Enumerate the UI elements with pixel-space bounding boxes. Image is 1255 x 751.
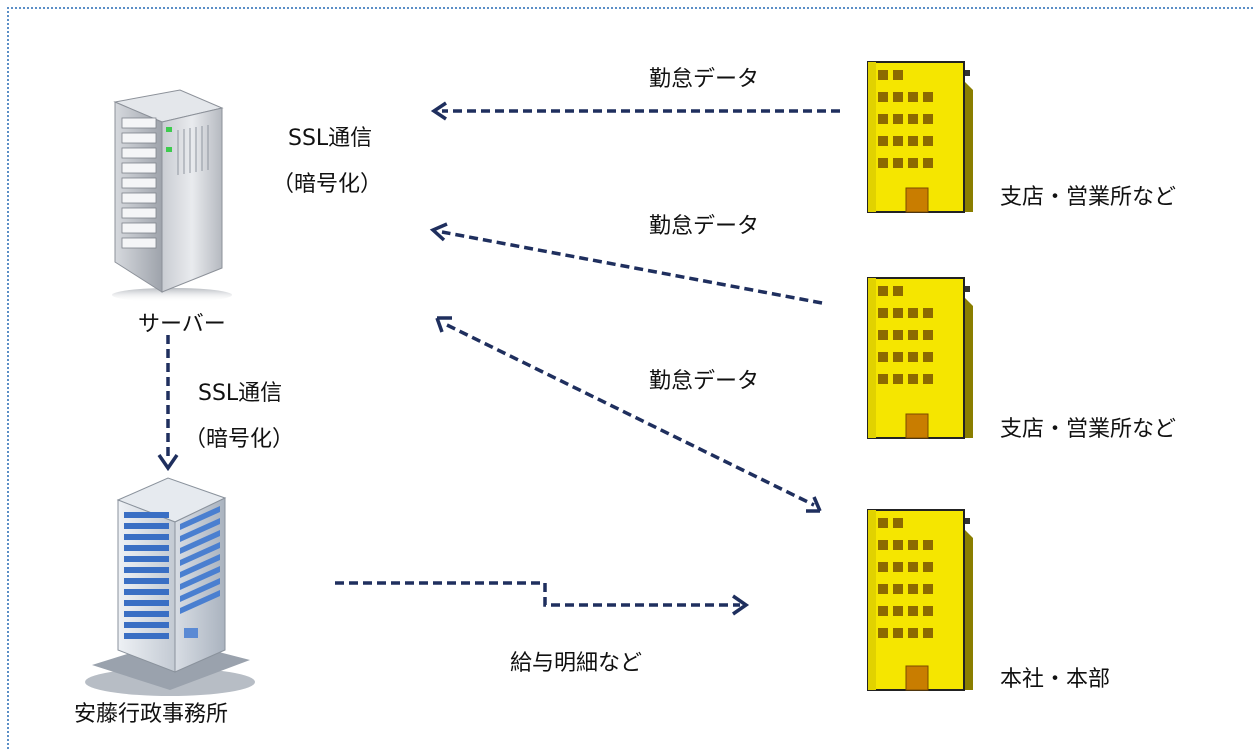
arrowhead-attendance-3b2 [812,496,822,512]
arrow-payslip [335,581,740,607]
server-label: サーバー [138,312,226,337]
attendance-label-1: 勤怠データ [649,67,760,92]
arrowhead-attendance-3a [435,317,444,333]
office-tower-icon [85,477,255,696]
server-icon [112,89,232,302]
branch-label-2: 支店・営業所など [1000,417,1177,442]
attendance-label-3: 勤怠データ [649,369,760,394]
ssl-right-line2: （暗号化） [272,172,383,197]
arrowhead-payslip [732,594,750,616]
arrowhead-attendance-1 [430,101,447,121]
payslip-label: 給与明細など [510,651,643,676]
branch-building-icon [867,277,973,439]
attendance-label-2: 勤怠データ [649,214,760,239]
office-label: 安藤行政事務所 [74,702,229,727]
headquarters-label: 本社・本部 [1000,667,1111,692]
arrowhead-ssl-down [157,454,179,472]
arrowhead-attendance-2 [429,222,448,242]
branch-label-1: 支店・営業所など [1000,185,1177,210]
ssl-down-line2: （暗号化） [184,427,295,452]
arrow-attendance-3 [446,323,815,507]
arrow-attendance-2 [441,230,823,305]
branch-building-icon [867,61,973,213]
ssl-down-line1: SSL通信 [198,381,283,406]
ssl-right-line1: SSL通信 [288,126,373,151]
dotted-frame [7,7,1253,749]
headquarters-building-icon [867,509,973,691]
